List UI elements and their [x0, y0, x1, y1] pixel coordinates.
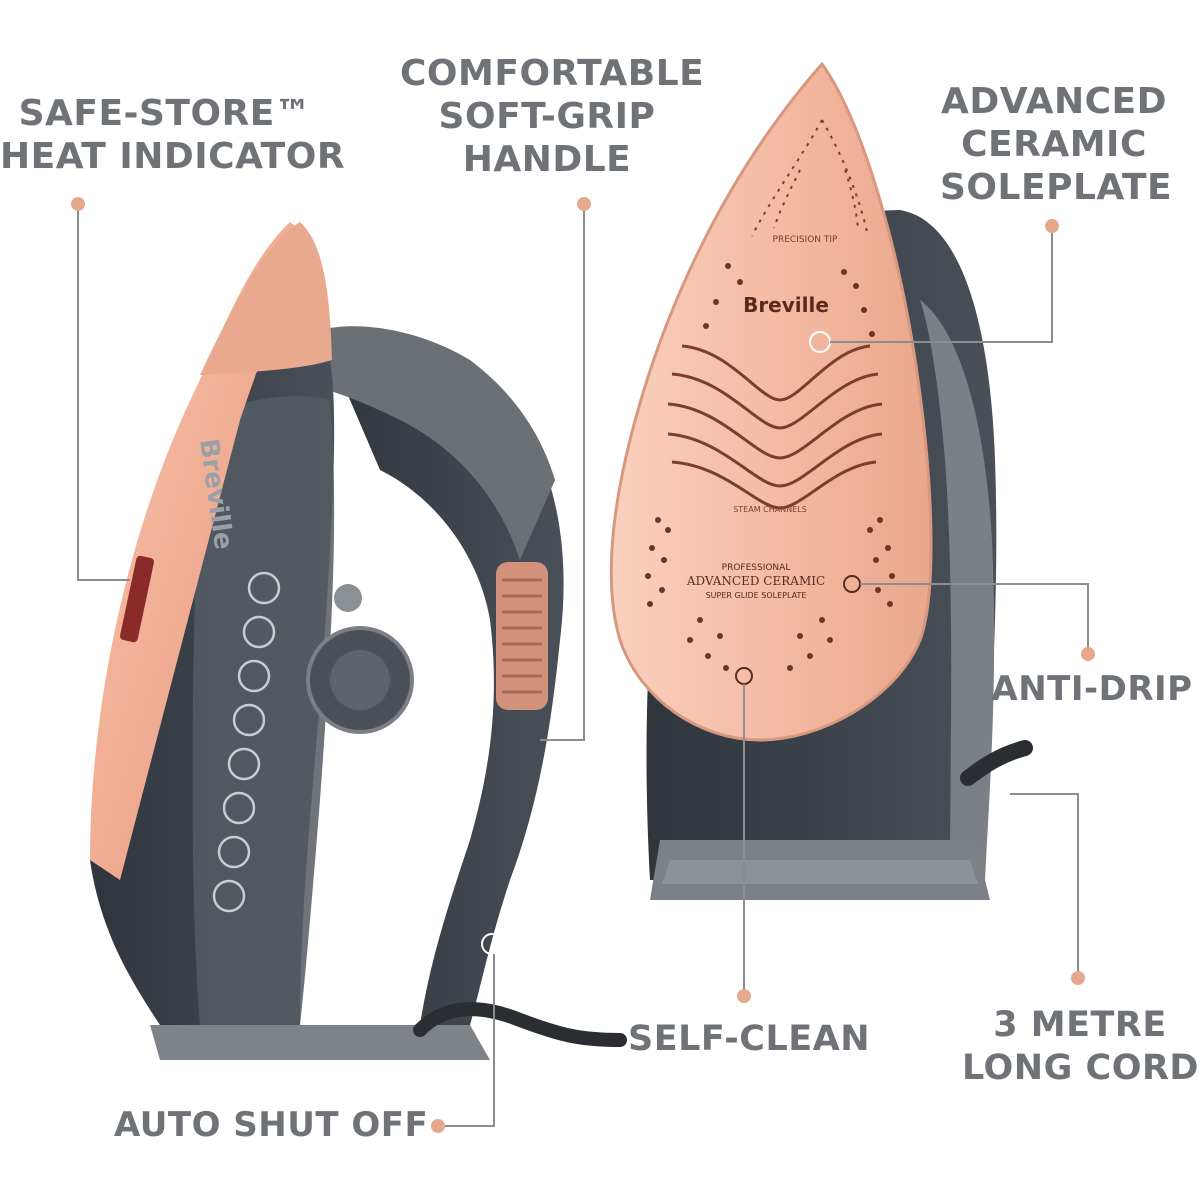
right-iron-side [920, 300, 995, 880]
dial-knob [334, 584, 362, 612]
dot-auto-shut-off [431, 1119, 445, 1133]
settings-icons [212, 571, 281, 913]
dot-cord [1071, 971, 1085, 985]
soleplate-brand: Breville [743, 293, 829, 317]
right-iron-cord [960, 740, 1033, 786]
leader-auto-shut-off [438, 954, 495, 1127]
leader-anti-drip [860, 583, 1089, 654]
heat-indicator-light [120, 555, 154, 643]
ceramic-soleplate-label: ADVANCED CERAMIC SOLEPLATE [940, 81, 1173, 208]
precision-tip-text: PRECISION TIP [773, 235, 839, 245]
leader-lines [77, 204, 1089, 1127]
leader-ceramic [830, 226, 1053, 343]
auto-shut-off-marker [481, 933, 503, 955]
left-iron: Breville [90, 222, 627, 1060]
self-clean-label: SELF-CLEAN [628, 1019, 871, 1059]
steam-channels-text: STEAM CHANNELS [733, 505, 807, 514]
left-iron-base [150, 1025, 490, 1060]
dot-anti-drip [1081, 647, 1095, 661]
left-iron-copper-cover [90, 222, 300, 880]
soleplate-line-1: PROFESSIONAL [722, 563, 791, 573]
soleplate [609, 61, 933, 742]
left-iron-copper-top [200, 222, 332, 375]
soleplate-line-2: ADVANCED CERAMIC [686, 574, 825, 588]
leader-cord [1010, 793, 1079, 978]
steam-channels [667, 344, 883, 510]
dot-ceramic [1045, 219, 1059, 233]
anti-drip-label: ANTI-DRIP [991, 669, 1193, 709]
steam-holes [645, 263, 895, 671]
safe-store-label: SAFE-STORE™ HEAT INDICATOR [0, 93, 346, 177]
left-iron-side-panel [192, 396, 335, 1025]
soft-grip-handle-label: COMFORTABLE SOFT-GRIP HANDLE [400, 53, 705, 180]
dot-handle [577, 197, 591, 211]
callout-dots [71, 197, 1095, 1133]
long-cord-label: 3 METRE LONG CORD [962, 1005, 1199, 1088]
leader-safe-store [77, 204, 130, 581]
dot-safe-store [71, 197, 85, 211]
leader-handle [540, 204, 585, 741]
left-iron-handle-cover [310, 326, 555, 560]
left-iron-cord [413, 1002, 627, 1047]
right-iron: PRECISION TIP Breville STEAM CHANNELS PR… [609, 61, 1033, 900]
auto-shut-off-label: AUTO SHUT OFF [114, 1105, 429, 1145]
dot-self-clean [737, 989, 751, 1003]
soft-grip-pad [496, 562, 548, 710]
soleplate-line-3: SUPER GLIDE SOLEPLATE [706, 591, 807, 600]
